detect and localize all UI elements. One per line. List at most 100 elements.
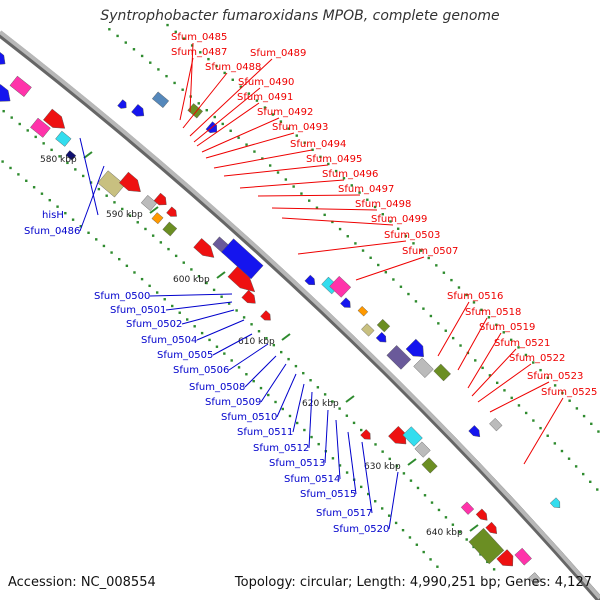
forward-leader-line [205,132,295,159]
track-dot [255,99,259,102]
gene-arrow [0,50,6,65]
track-dot [568,399,571,402]
track-dot [546,376,550,379]
track-dot [517,404,521,407]
forward-leader-line [489,381,550,413]
gene-feature [205,121,217,134]
track-dot [178,311,181,314]
track-dot [280,350,283,354]
track-dot [132,48,136,51]
track-dot [389,220,392,223]
forward-leader-line [437,301,470,357]
gene-arrow [549,497,561,509]
track-dot [40,192,44,195]
track-dot [524,353,528,357]
track-dot [369,256,372,259]
track-dot [457,286,461,289]
track-dot [422,307,425,310]
forward-leader-line [213,149,313,169]
forward-leader-line [467,332,502,389]
track-dot [331,220,334,224]
track-dot [252,379,255,383]
track-dot [227,302,231,305]
track-dot [510,396,513,400]
track-dot [231,78,234,81]
track-dot [220,295,223,298]
track-dot [590,422,593,426]
gene-block [361,323,375,337]
track-dot [81,174,85,178]
track-dot [116,34,119,38]
track-dot [575,407,579,410]
gene-feature [357,305,369,317]
gene-arrow [360,429,371,440]
track-dot [163,298,166,301]
track-dot [26,129,29,132]
track-dot [419,249,423,252]
track-dot [97,187,101,191]
gene-feature [117,99,127,109]
gene-arrow [241,289,256,304]
track-dot [422,550,425,554]
track-dot [327,162,330,166]
gene-block [489,417,503,432]
forward-leader-line [281,217,394,226]
track-dot [208,338,211,342]
gene-feature [413,357,434,378]
track-dot [250,323,253,326]
forward-leader-line [179,57,194,121]
track-dot [259,386,263,390]
gene-feature [329,275,352,298]
track-dot [480,308,483,312]
forward-leader-line [182,72,228,129]
track-dot [118,257,121,261]
track-dot [159,241,163,244]
gene-arrow [43,108,66,129]
forward-gene-label: Sfum_0489 [250,48,306,59]
gene-arrow [405,338,424,357]
track-dot [237,136,240,139]
forward-gene-label: Sfum_0522 [509,353,565,364]
track-dot [205,281,208,285]
ruler-label: 610 kbp [238,337,275,347]
track-dot [465,538,468,541]
reverse-leader-line [228,343,269,371]
track-dot [284,178,288,181]
track-dot [110,251,113,254]
gene-features [0,50,561,586]
reverse-gene-label: Sfum_0486 [24,226,80,237]
reverse-leader-line [347,431,357,495]
track-dot [95,238,98,241]
track-dot [295,134,298,137]
track-dot [74,168,77,171]
track-dot [451,523,455,526]
gene-block [421,457,438,474]
track-dot [125,264,129,268]
gene-arrow [119,171,141,192]
reverse-gene-label: Sfum_0514 [284,474,340,485]
ruler-tick [469,524,479,532]
track-dot [205,108,208,112]
track-dot [435,264,438,267]
reverse-gene-label: Sfum_0511 [237,427,293,438]
track-dot [173,81,176,85]
track-dot [436,565,439,568]
track-dot [279,120,283,123]
genome-summary-text: Topology: circular; Length: 4,990,251 bp… [234,575,592,590]
gene-arrow [485,521,497,534]
gene-feature [460,501,475,515]
gene-feature [151,91,170,109]
track-dot [459,344,462,347]
track-dot [338,464,342,467]
ruler-label: 590 kbp [106,210,143,220]
track-dot [437,322,440,325]
track-dot [546,434,549,437]
backbone [0,30,600,600]
track-dot [367,492,370,496]
track-dot [212,288,216,292]
gene-labels: Sfum_0485Sfum_0487Sfum_0488Sfum_0489Sfum… [24,32,597,535]
track-dot [429,558,432,561]
reverse-leader-line [165,301,233,311]
gene-arrow [117,99,127,109]
ruler-label: 600 kbp [173,275,210,285]
